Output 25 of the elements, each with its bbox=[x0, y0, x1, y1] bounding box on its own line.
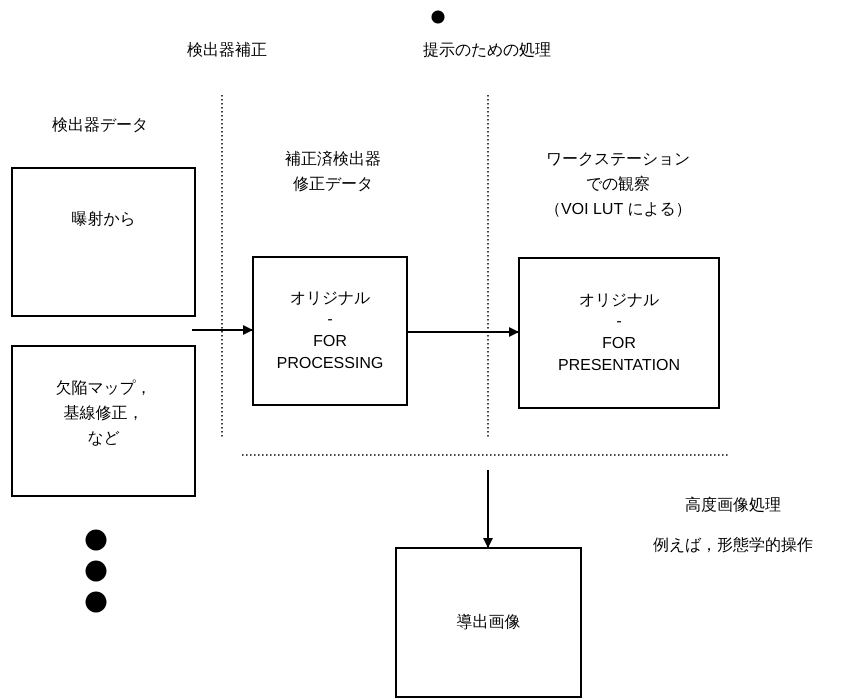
process-box bbox=[11, 345, 196, 497]
heading-label: （VOI LUT による） bbox=[545, 200, 692, 220]
box-text: - bbox=[616, 312, 622, 332]
heading-label: 例えば，形態学的操作 bbox=[653, 536, 813, 556]
box-text: 曝射から bbox=[72, 210, 136, 230]
box-text: - bbox=[327, 310, 333, 330]
heading-label: 高度画像処理 bbox=[685, 496, 781, 516]
arrow bbox=[408, 327, 519, 337]
heading-label: ワークステーションでの観察 bbox=[545, 150, 691, 195]
box-text: オリジナル bbox=[290, 288, 370, 309]
box-text: オリジナル bbox=[579, 290, 659, 311]
box-text: 導出画像 bbox=[456, 612, 520, 633]
box-text: 欠陥マップ，基線修正，など bbox=[54, 378, 152, 449]
box-text: FOR PRESENTATION bbox=[556, 334, 682, 376]
heading-label: 検出器データ bbox=[52, 116, 148, 136]
box-text: FOR PROCESSING bbox=[276, 332, 384, 374]
heading-label: 検出器補正 bbox=[187, 40, 267, 61]
heading-label: 補正済検出器修正データ bbox=[284, 150, 382, 195]
process-box bbox=[518, 257, 720, 409]
arrow bbox=[483, 470, 493, 548]
process-box bbox=[395, 547, 582, 698]
process-box bbox=[11, 167, 196, 317]
process-box bbox=[252, 256, 408, 406]
heading-label: 提示のための処理 bbox=[423, 41, 551, 61]
arrow bbox=[192, 325, 253, 335]
